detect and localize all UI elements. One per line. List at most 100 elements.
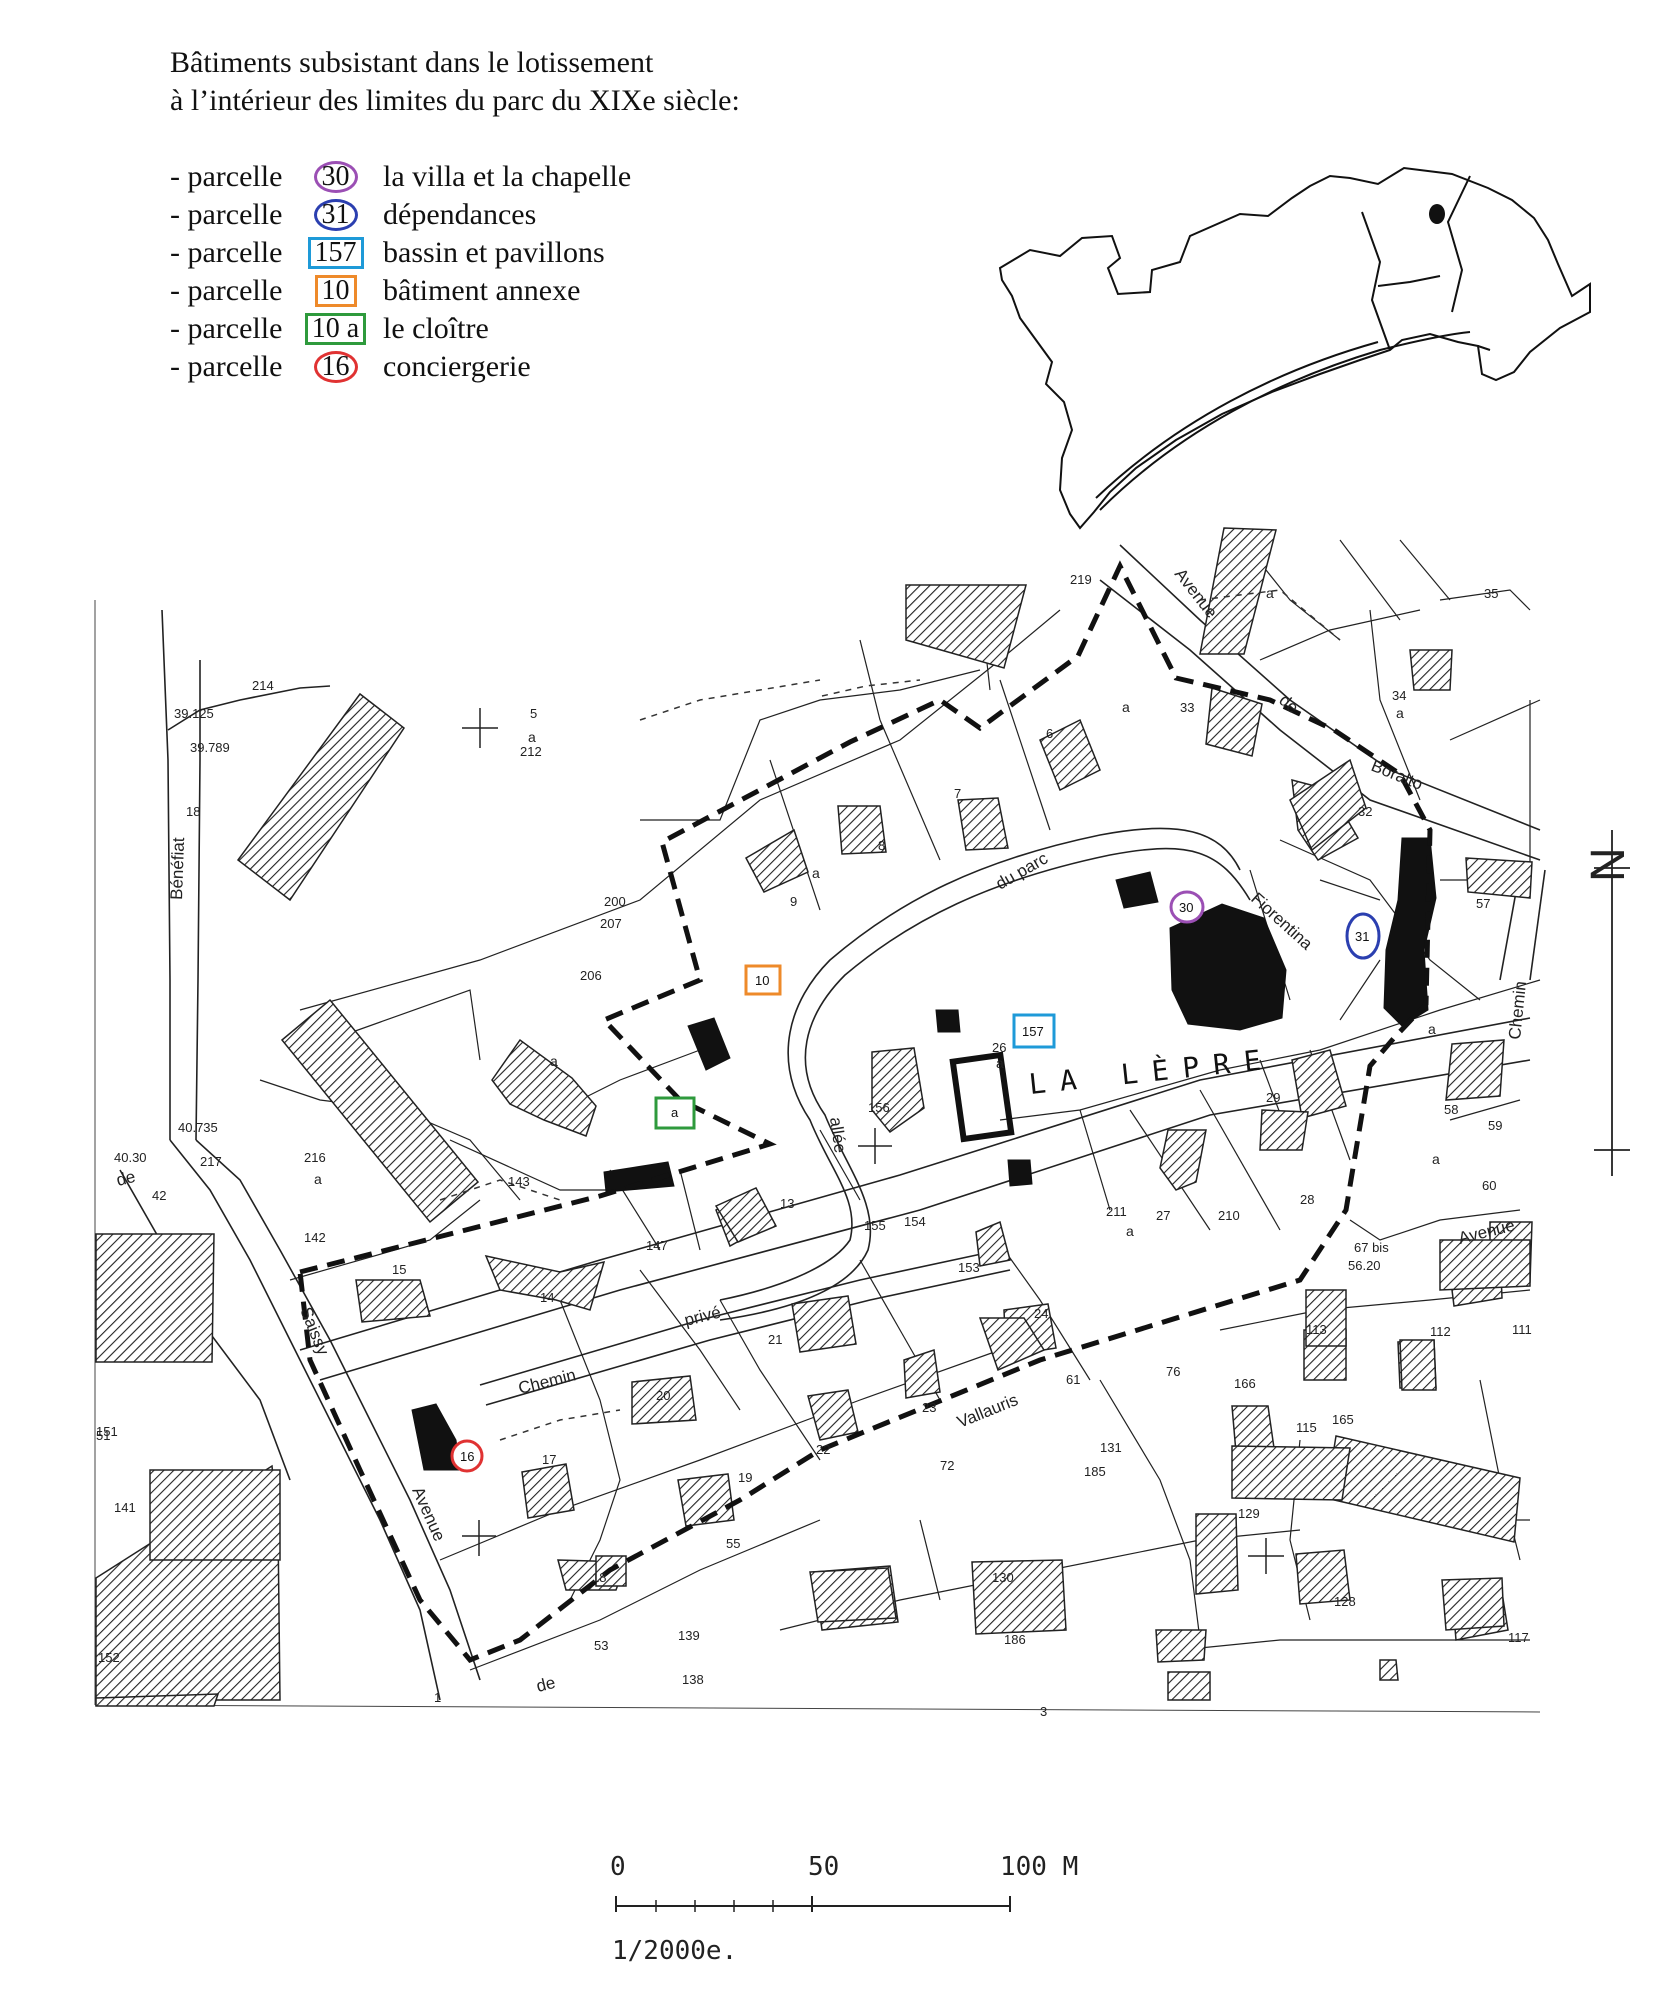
parcel-number: 23 — [922, 1400, 936, 1415]
parcel-number: 112 — [1430, 1324, 1451, 1339]
parcel-number: 141 — [114, 1500, 136, 1515]
parcel-number: 40.30 — [114, 1150, 147, 1165]
parcel-letter: a — [550, 1053, 558, 1069]
legend-item-annexe: - parcelle 10 bâtiment annexe — [170, 272, 870, 310]
legend-item-prefix: - parcelle — [170, 274, 283, 307]
inset-location-dot — [1429, 204, 1445, 224]
parcel-number: 40.735 — [178, 1120, 218, 1135]
parcel-number: 1 — [434, 1690, 441, 1705]
parcel-number: 128 — [1334, 1594, 1356, 1609]
parcel-letter: a — [1428, 1021, 1436, 1037]
parcel-number: 76 — [1166, 1364, 1180, 1379]
survey-crosses — [462, 708, 1284, 1574]
parcel-number: 13 — [780, 1196, 794, 1211]
building-chapel — [1115, 871, 1159, 909]
parcel-number: 19 — [738, 1470, 752, 1485]
parcel-number: 72 — [940, 1458, 954, 1473]
parcel-letter: a — [314, 1171, 322, 1187]
legend-marker-157: 157 — [307, 237, 364, 269]
pavillon-2 — [1007, 1159, 1033, 1187]
parcel-number: 7 — [954, 786, 961, 801]
parcel-number: 153 — [958, 1260, 980, 1275]
svg-text:10: 10 — [755, 973, 769, 988]
parcel-number: 15 — [392, 1262, 406, 1277]
parcel-letter: a — [1266, 585, 1274, 601]
parcel-number: 39.125 — [174, 706, 214, 721]
parcel-number: 61 — [1066, 1372, 1080, 1387]
street-label-de-bottom: de — [534, 1673, 557, 1696]
parcel-number: 20 — [656, 1388, 670, 1403]
street-label-avenue-left: Avenue — [408, 1484, 449, 1544]
parcel-number: 39.789 — [190, 740, 230, 755]
parcel-number: 117 — [1508, 1630, 1529, 1645]
parcel-number: 219 — [1070, 572, 1092, 587]
parcel-number: 207 — [600, 916, 622, 931]
parcel-number: 18 — [592, 1570, 606, 1585]
parcel-number: 147 — [646, 1238, 668, 1253]
scale-bar-graphic — [615, 1896, 1011, 1912]
scale-bar: 0 50 100 M 1/2000e. — [600, 1852, 1160, 1972]
parcel-number: 60 — [1482, 1178, 1496, 1193]
parcel-number: 42 — [152, 1188, 166, 1203]
historic-buildings — [411, 837, 1437, 1471]
scale-ratio: 1/2000e. — [612, 1936, 738, 1966]
legend-item-bassin: - parcelle 157 bassin et pavillons — [170, 234, 870, 272]
parcel-number: 211 — [1106, 1204, 1127, 1219]
parcel-number: 18 — [186, 804, 200, 819]
parcel-letter: a — [1396, 705, 1404, 721]
parcel-letter: a — [812, 865, 820, 881]
legend-marker-10a: 10 a — [304, 313, 367, 345]
parcel-number: 139 — [678, 1628, 700, 1643]
legend-title-line-1: Bâtiments subsistant dans le lotissement — [170, 46, 654, 79]
parcel-number: 206 — [580, 968, 602, 983]
parcel-number: 154 — [904, 1214, 926, 1229]
marker-annexe-10: 10 — [744, 964, 782, 996]
parcel-number: 186 — [1004, 1632, 1026, 1647]
dashed-walls — [439, 589, 1341, 1441]
parcel-number: 14 — [540, 1290, 554, 1305]
legend-marker-31: 31 — [313, 199, 358, 231]
legend-item-label: dépendances — [383, 198, 537, 231]
legend-item-label: le cloître — [383, 312, 489, 345]
parcel-letter: a — [528, 729, 536, 745]
street-label-de-left: de — [114, 1167, 137, 1190]
bassin — [949, 1051, 1015, 1143]
parcel-number: 212 — [520, 744, 542, 759]
street-label-allee: allée — [826, 1116, 850, 1154]
parcel-number: 152 — [98, 1650, 120, 1665]
parcel-number: 56.20 — [1348, 1258, 1381, 1273]
legend-item-label: conciergerie — [383, 350, 531, 383]
highlight-markers: 30 31 157 10 a 16 — [450, 890, 1381, 1473]
parcel-number: 142 — [304, 1230, 326, 1245]
legend-item-villa: - parcelle 30 la villa et la chapelle — [170, 158, 870, 196]
parcel-number: 28 — [1300, 1192, 1314, 1207]
legend-item-prefix: - parcelle — [170, 160, 283, 193]
legend-items: - parcelle 30 la villa et la chapelle - … — [170, 158, 870, 386]
parcel-number: 33 — [1180, 700, 1194, 715]
parcel-number: 156 — [868, 1100, 890, 1115]
map-frame — [94, 600, 1541, 1713]
parcel-number: 165 — [1332, 1412, 1354, 1427]
legend-item-dependances: - parcelle 31 dépendances — [170, 196, 870, 234]
street-label-vallauris: Vallauris — [954, 1390, 1020, 1432]
parcel-number: 155 — [864, 1218, 886, 1233]
parcel-letter: a — [996, 1055, 1004, 1071]
parcel-letter: a — [1432, 1151, 1440, 1167]
legend-marker-10: 10 — [314, 275, 357, 307]
parcel-number: 21 — [768, 1332, 782, 1347]
parcel-number: 51 — [96, 1428, 110, 1443]
building-annexe — [687, 1017, 731, 1071]
scale-tick-50: 50 — [808, 1852, 840, 1882]
legend-marker-30: 30 — [313, 161, 358, 193]
svg-text:16: 16 — [460, 1449, 474, 1464]
parcel-letter: a — [1126, 1223, 1134, 1239]
parcel-number: 200 — [604, 894, 626, 909]
marker-villa-30: 30 — [1169, 890, 1205, 924]
scale-tick-100: 100 M — [1000, 1852, 1079, 1882]
inset-location-map — [998, 166, 1591, 530]
legend-item-prefix: - parcelle — [170, 236, 283, 269]
parcel-number: 111 — [1512, 1322, 1532, 1337]
parcel-number: 129 — [1238, 1506, 1260, 1521]
street-label-boralto: Boralto — [1369, 756, 1426, 794]
